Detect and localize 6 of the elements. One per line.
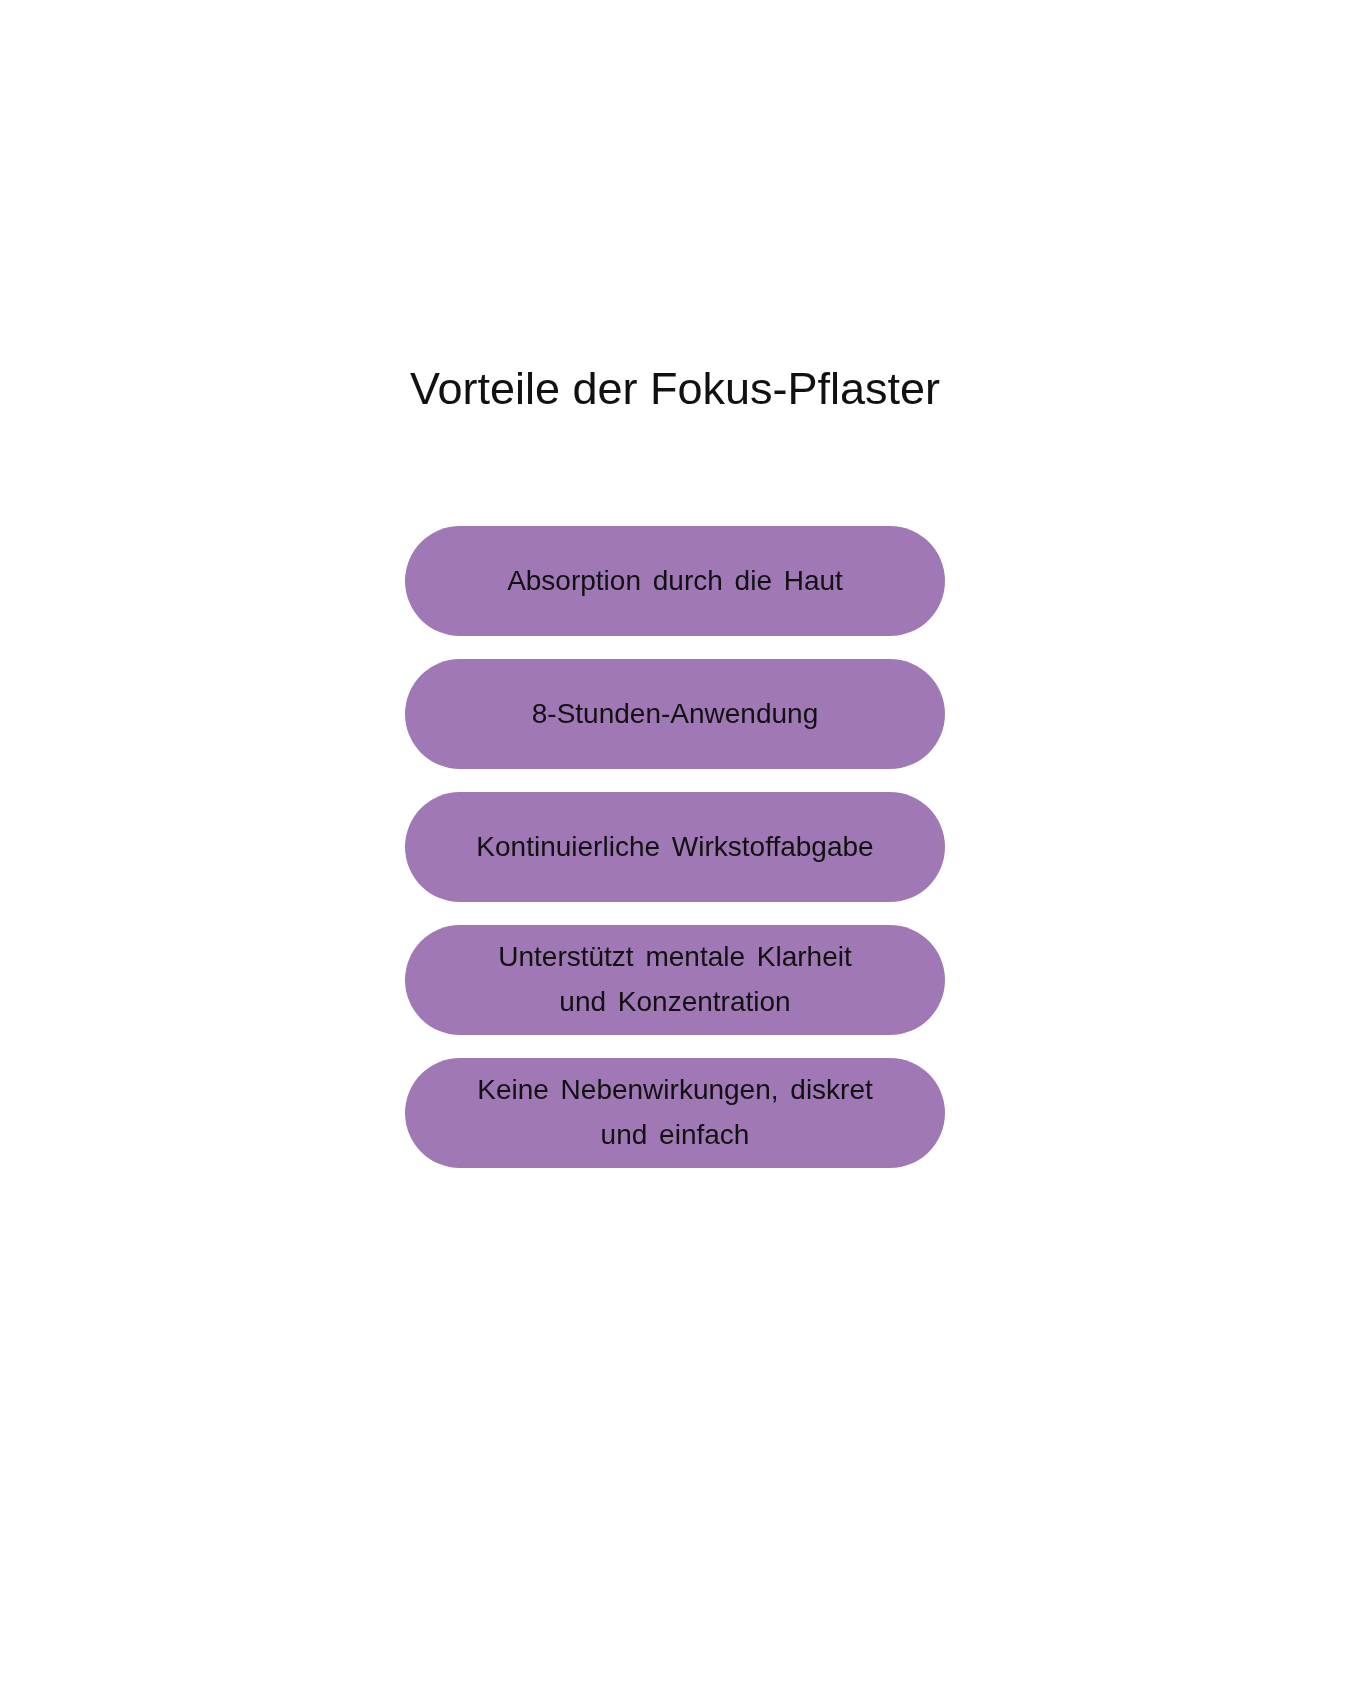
benefit-text: Unterstützt mentale Klarheit und Konzentration [497,940,853,1019]
benefit-text: 8-Stunden-Anwendung [531,696,819,731]
benefit-text: Kontinuierliche Wirkstoffabgabe [476,829,874,864]
benefit-text: Absorption durch die Haut [507,563,843,598]
diagram-title: Vorteile der Fokus-Pflaster [409,362,941,416]
benefit-text: Keine Nebenwirkungen, diskret und einfach [476,1073,874,1152]
